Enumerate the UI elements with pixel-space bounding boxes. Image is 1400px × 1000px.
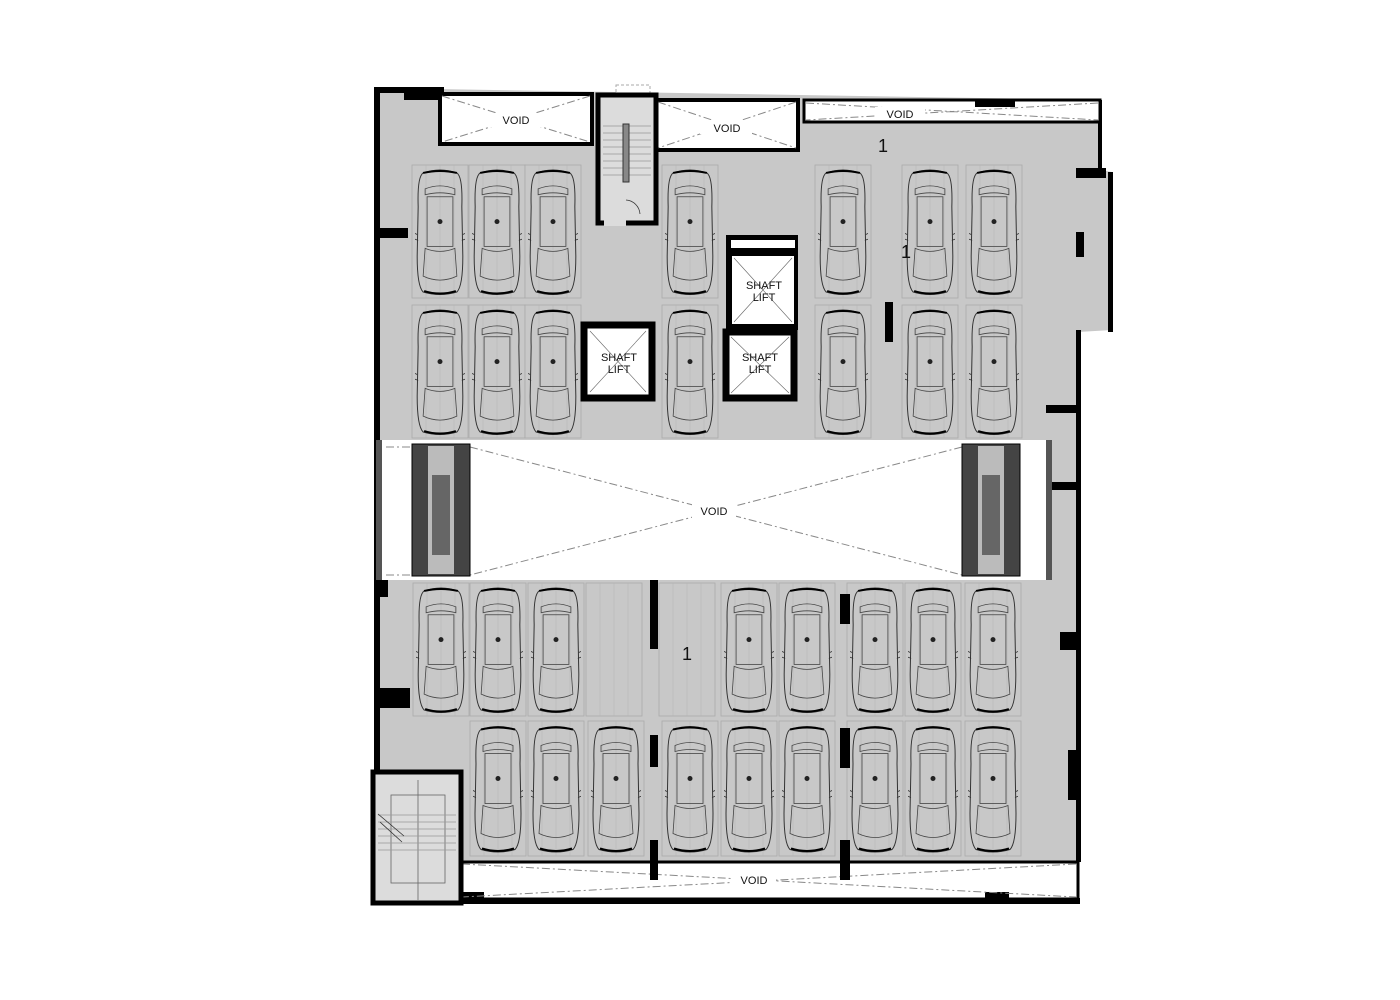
shaft-label: SHAFT bbox=[601, 352, 637, 364]
parking-stalls bbox=[411, 164, 1023, 857]
void-label: VOID bbox=[714, 123, 741, 135]
void-central-atrium: VOID bbox=[376, 440, 1052, 580]
shaft-label: SHAFT bbox=[746, 280, 782, 292]
void-label: VOID bbox=[887, 109, 914, 121]
level-marker: 1 bbox=[682, 644, 692, 664]
level-marker: 1 bbox=[878, 136, 888, 156]
void-bottom: VOID bbox=[458, 860, 1080, 901]
shaft-label: SHAFT bbox=[742, 352, 778, 364]
escalator-right bbox=[961, 443, 1021, 577]
stair-core-top bbox=[595, 84, 659, 226]
stair-core-bottom-left bbox=[370, 769, 464, 906]
lift-shaft-left: SHAFT LIFT bbox=[580, 321, 656, 402]
void-top-right: VOID bbox=[802, 98, 1102, 124]
void-top-left: VOID bbox=[438, 92, 594, 146]
lift-shaft-upper-right: SHAFT LIFT bbox=[726, 235, 798, 330]
level-marker: 1 bbox=[901, 242, 911, 262]
lift-label: LIFT bbox=[753, 292, 776, 304]
void-label: VOID bbox=[503, 115, 530, 127]
void-top-center: VOID bbox=[654, 98, 800, 152]
lift-label: LIFT bbox=[749, 364, 772, 376]
escalator-left bbox=[411, 443, 471, 577]
void-label: VOID bbox=[741, 875, 768, 887]
void-label: VOID bbox=[701, 506, 728, 518]
lift-shaft-lower-right: SHAFT LIFT bbox=[722, 328, 798, 402]
lift-label: LIFT bbox=[608, 364, 631, 376]
